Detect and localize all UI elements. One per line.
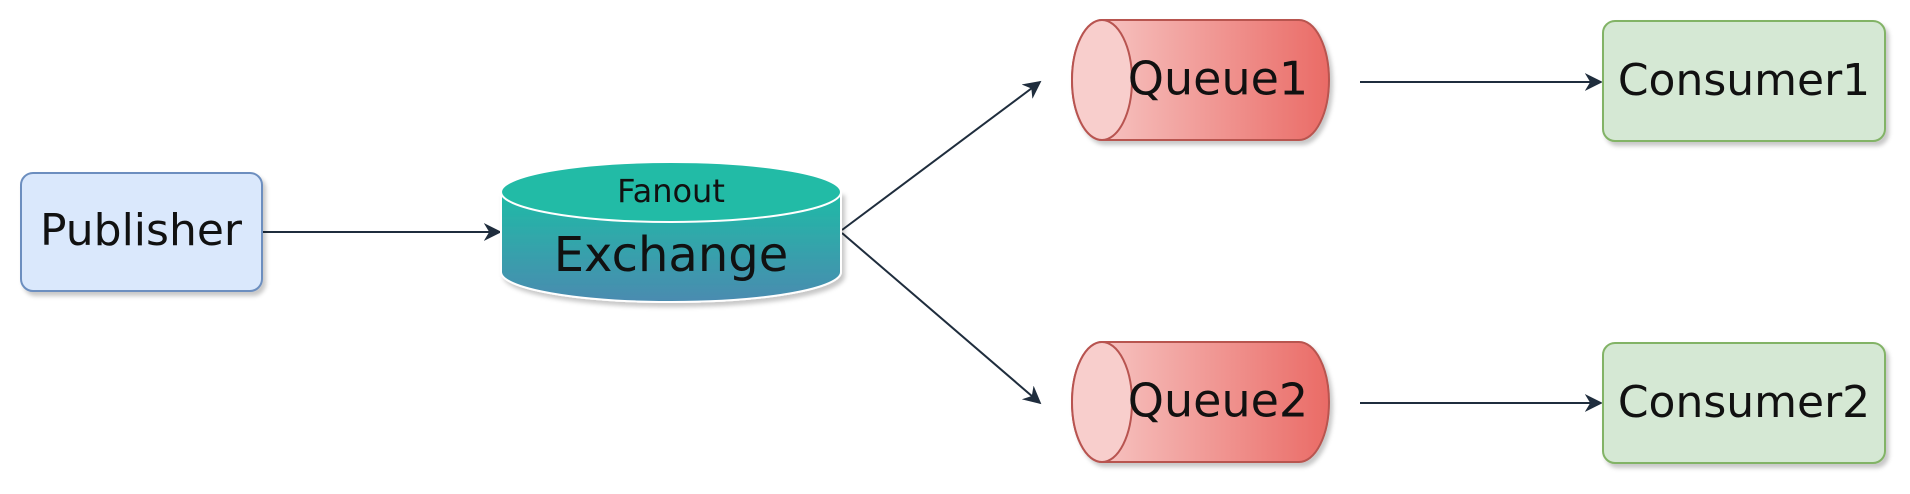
consumer1-label: Consumer1 (1618, 55, 1870, 106)
consumer2-node[interactable]: Consumer2 (1602, 342, 1886, 464)
edges (263, 73, 1603, 412)
consumer2-label: Consumer2 (1618, 377, 1870, 428)
exchange-type-label: Fanout (617, 172, 725, 210)
edge-exchange-queue2 (841, 232, 1042, 405)
queue2-label: Queue2 (1128, 374, 1308, 428)
queue1-label: Queue1 (1128, 52, 1308, 106)
consumer1-node[interactable]: Consumer1 (1602, 20, 1886, 142)
publisher-node[interactable]: Publisher (20, 172, 263, 292)
queue1-node[interactable]: Queue1 (1071, 19, 1330, 141)
queue2-node[interactable]: Queue2 (1071, 341, 1330, 463)
publisher-label: Publisher (40, 205, 243, 256)
exchange-node[interactable]: Fanout Exchange (500, 161, 842, 303)
edge-exchange-queue1 (841, 80, 1042, 231)
exchange-label: Exchange (554, 227, 789, 283)
